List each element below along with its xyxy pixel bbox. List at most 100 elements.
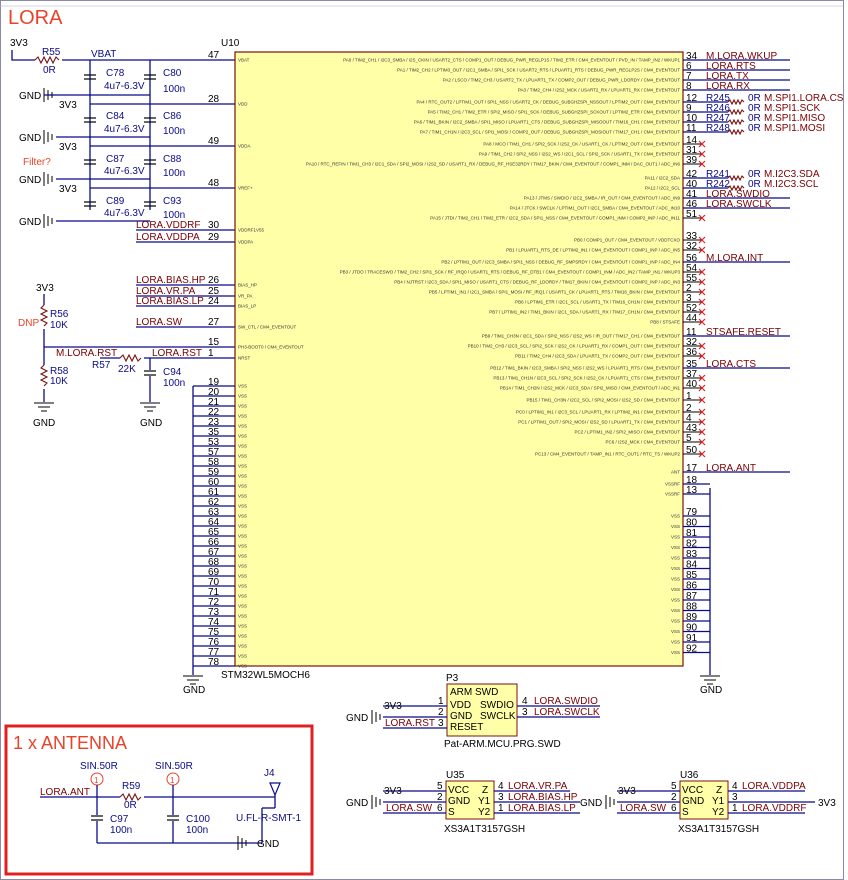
no-connect-icon bbox=[698, 408, 706, 416]
net-label: LORA.SWCLK bbox=[706, 199, 772, 210]
resistor-value: 22K bbox=[118, 364, 136, 375]
net-label: LORA.SWDIO bbox=[706, 189, 770, 200]
pin-name: VSS bbox=[671, 619, 680, 624]
pin-num: 32 bbox=[686, 337, 698, 348]
net-label: 3V3 bbox=[818, 798, 836, 809]
pin-name: SW_CTL / CM4_EVENTOUT bbox=[238, 325, 297, 330]
pin-num: 3 bbox=[686, 293, 692, 304]
pin-num: 79 bbox=[686, 507, 698, 518]
pin-name: Z bbox=[482, 785, 488, 796]
pin-num: 74 bbox=[208, 617, 220, 628]
pin-num: 10 bbox=[686, 113, 698, 124]
pin-num: 54 bbox=[686, 263, 698, 274]
pin-name: VBAT bbox=[238, 58, 250, 63]
pin-num: 53 bbox=[208, 437, 220, 448]
resistor-ref: R56 bbox=[50, 309, 69, 320]
j4-part: U.FL-R-SMT-1 bbox=[236, 813, 301, 824]
no-connect-icon bbox=[698, 236, 706, 244]
pin-num: 5 bbox=[437, 781, 443, 792]
pin-num: 23 bbox=[208, 417, 220, 428]
pin-num: 86 bbox=[686, 581, 698, 592]
pin-name: VR_PA bbox=[238, 294, 252, 299]
pin-name: Z bbox=[716, 785, 722, 796]
pin-num: 35 bbox=[208, 427, 220, 438]
no-connect-icon bbox=[698, 298, 706, 306]
pin-name: PA8 / MCO / TIM1_CH1 / SPI2_SCK / I2S2_C… bbox=[483, 142, 680, 147]
marker-num: 1 bbox=[170, 776, 175, 785]
pin-name: VSS bbox=[671, 598, 680, 603]
net-label: 3V3 bbox=[384, 701, 402, 712]
pin-name: GND bbox=[682, 796, 704, 807]
pin-num: 15 bbox=[208, 337, 220, 348]
pin-num: 6 bbox=[671, 803, 677, 814]
pin-name: VSS bbox=[238, 504, 247, 509]
pin-num: 31 bbox=[686, 145, 698, 156]
pin-num: 63 bbox=[208, 507, 220, 518]
pin-name: VSS bbox=[238, 554, 247, 559]
pin-name: PA11 / I2C2_SDA bbox=[645, 176, 680, 181]
pin-num: 29 bbox=[208, 232, 220, 243]
cap-value: 100n bbox=[163, 210, 185, 221]
no-connect-icon bbox=[698, 246, 706, 254]
pin-num: 48 bbox=[208, 178, 220, 189]
pin-name: PA3 / TIM2_CH4 / I2S2_MCK / USART2_RX / … bbox=[518, 88, 680, 93]
net-label: LORA.VDDPA bbox=[742, 781, 806, 792]
pin-name: VSS bbox=[238, 574, 247, 579]
pin-name: Y2 bbox=[478, 807, 491, 818]
cap-ref: C78 bbox=[106, 68, 125, 79]
pin-name: VSS bbox=[238, 594, 247, 599]
pin-name: VSS bbox=[238, 434, 247, 439]
antenna-frame bbox=[4, 724, 314, 876]
pin-name: PA6 / TIM1_BKIN / I2C2_SMBA / SPI1_MISO … bbox=[414, 120, 680, 125]
net-label: LORA.TX bbox=[706, 71, 749, 82]
u36-switch: U36 XS3A1T3157GSH VCC GND S Z Y1 Y2 5 2 … bbox=[580, 770, 836, 835]
no-connect-icon bbox=[698, 428, 706, 436]
cap-value: 4u7-6.3V bbox=[104, 208, 145, 219]
pin-name: PH3-BOOT0 / CM4_EVENTOUT bbox=[238, 345, 304, 350]
pin-name: PA7 / TIM1_CH1N / I2C3_SCL / SPI1_MOSI /… bbox=[420, 130, 680, 135]
gnd-symbol bbox=[43, 130, 53, 144]
resistor-value: 10K bbox=[50, 376, 68, 387]
pin-num: 56 bbox=[686, 253, 698, 264]
r55-ref: R55 bbox=[42, 47, 61, 58]
resistor-ref: R247 bbox=[706, 113, 730, 124]
pin-name: VSSRF bbox=[665, 492, 680, 497]
gnd-symbol bbox=[140, 402, 160, 412]
pin-num: 55 bbox=[686, 273, 698, 284]
resistor-value: 0R bbox=[124, 800, 137, 811]
antenna-title: 1 x ANTENNA bbox=[13, 733, 127, 753]
pin-name: VSS bbox=[238, 604, 247, 609]
pin-name: PB7 / LPTIM1_IN2 / TIM1_BKIN / I2C1_SDA … bbox=[489, 310, 680, 315]
pin-name: PA2 / LSCO / TIM2_CH3 / USART2_TX / LPUA… bbox=[443, 78, 680, 83]
net-label: LORA.VDDRF bbox=[136, 220, 200, 231]
u10-vss-right: 79VSS80VSS81VSS82VSS83VSS84VSS85VSS86VSS… bbox=[671, 507, 710, 655]
pin-num: 17 bbox=[686, 463, 698, 474]
net-label: LORA.VDDPA bbox=[136, 232, 200, 243]
no-connect-icon bbox=[698, 418, 706, 426]
u35-body bbox=[445, 780, 495, 820]
pin-name: VSS bbox=[238, 394, 247, 399]
net-label: LORA.BIAS.HP bbox=[136, 275, 206, 286]
pin-name: VSS bbox=[238, 444, 247, 449]
pin-num: 5 bbox=[686, 433, 692, 444]
pin-num: 19 bbox=[208, 377, 220, 388]
pin-name: PB11 / TIM2_CH4 / I2C3_SDA / LPUART1_TX … bbox=[515, 354, 680, 359]
pin-num: 22 bbox=[208, 407, 220, 418]
pin-num: 60 bbox=[208, 477, 220, 488]
resistor-value: 0R bbox=[748, 179, 761, 190]
resistor-value: 0R bbox=[748, 93, 761, 104]
pin-name: VSS bbox=[671, 629, 680, 634]
cap-value: 4u7-6.3V bbox=[104, 166, 145, 177]
pin-name: PB15 / TIM1_CH3N / I2C2_SCL / SPI2_MOSI … bbox=[527, 398, 681, 403]
pin-name: VSS bbox=[671, 535, 680, 540]
pin-num: 1 bbox=[208, 348, 214, 359]
net-label: LORA.ANT bbox=[706, 463, 756, 474]
net-label: M.LORA.INT bbox=[706, 253, 763, 264]
cap-value: 4u7-6.3V bbox=[104, 81, 145, 92]
resistor-value: 0R bbox=[748, 113, 761, 124]
net-label: GND bbox=[580, 798, 602, 809]
cap-value: 100n bbox=[186, 825, 208, 836]
pin-num: 62 bbox=[208, 497, 220, 508]
resistor-ref: R246 bbox=[706, 103, 730, 114]
